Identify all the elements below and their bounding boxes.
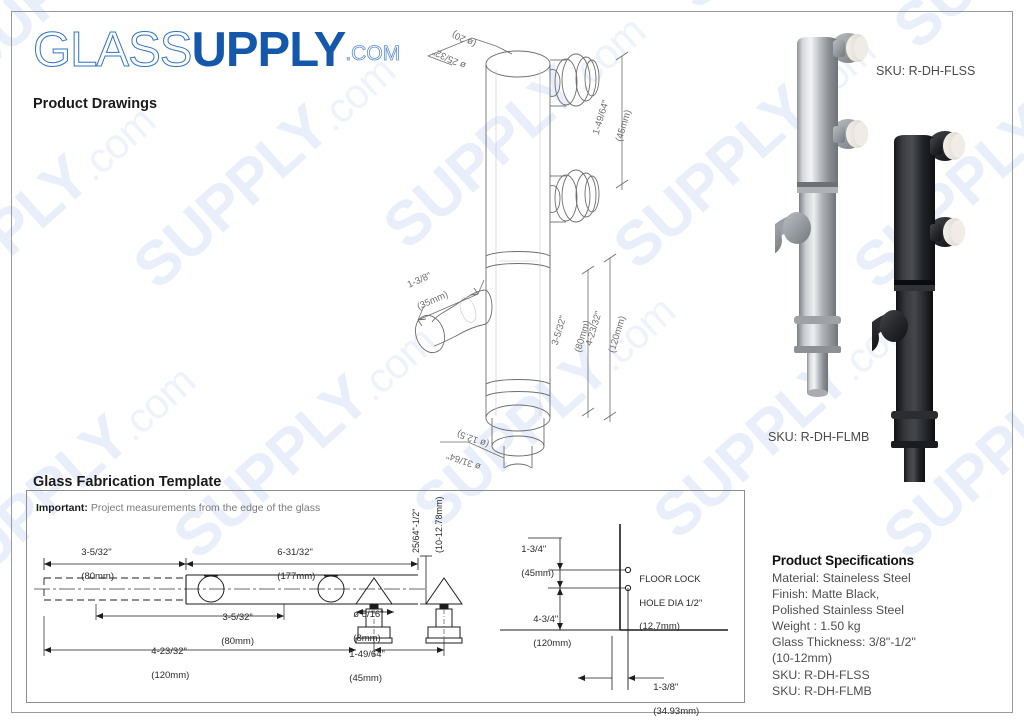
important-prefix: Important:	[36, 502, 88, 514]
sku-label-matte-black: SKU: R-DH-FLMB	[768, 430, 870, 444]
important-text: Project measurements from the edge of th…	[87, 502, 321, 514]
fab-dim-hole-spacing-80: 3-5/32" (80mm)	[221, 611, 255, 647]
sku-label-stainless: SKU: R-DH-FLSS	[876, 64, 976, 78]
fabrication-plan-view	[34, 555, 463, 656]
fab-dim-floor-offset-bottom: 4-3/4" (120mm)	[533, 613, 572, 649]
brand-logo: GLASSUPPLY.COM	[32, 23, 401, 77]
product-photo-matte-black	[872, 131, 965, 482]
fabrication-template-heading: Glass Fabrication Template	[33, 474, 222, 490]
fab-dim-hole-spacing-120: 4-23/32" (120mm)	[151, 645, 190, 681]
page-border	[11, 11, 1013, 713]
spec-glass-thickness: Glass Thickness: 3/8"-1/2"	[772, 635, 916, 650]
logo-text-light2: SS	[128, 23, 193, 77]
fab-dim-edge-to-first: 3-5/32" (80mm)	[81, 546, 115, 582]
spec-finish: Finish: Matte Black,	[772, 587, 880, 602]
specs-title: Product Specifications	[772, 553, 914, 568]
product-photo-stainless	[775, 33, 868, 397]
spec-finish-2: Polished Stainless Steel	[772, 603, 904, 618]
logo-text-dotcom: .COM	[345, 42, 401, 65]
fabrication-floor-section-view	[500, 524, 728, 690]
isometric-product-drawing	[414, 37, 629, 468]
fabrication-important-note: Important: Project measurements from the…	[36, 502, 320, 514]
logo-text-light: GL	[32, 23, 97, 77]
spec-sku-stainless: SKU: R-DH-FLSS	[772, 667, 870, 682]
product-drawings-heading: Product Drawings	[33, 96, 158, 112]
fabrication-template-box	[26, 490, 745, 703]
spec-material: Material: Staineless Steel	[772, 571, 911, 585]
logo-text-bold: UPPLY	[191, 23, 346, 77]
fab-dim-stud-spacing: 1-49/64" (45mm)	[349, 648, 385, 684]
product-specifications: Product Specifications Material: Stainel…	[772, 553, 1012, 699]
fab-dim-floor-edge-offset: 1-3/8" (34.93mm)	[653, 681, 700, 717]
fab-dim-span-to-lock: 6-31/32" (177mm)	[277, 546, 316, 582]
floor-lock-hole-note: FLOOR LOCK HOLE DIA 1/2" (12.7mm)	[639, 573, 703, 633]
spec-glass-thickness-mm: (10-12mm)	[772, 651, 833, 666]
fab-dim-stud-diameter: ø 5/16" (8mm)	[353, 608, 384, 644]
logo-text-slash: A	[96, 23, 130, 77]
spec-sku-matte-black: SKU: R-DH-FLMB	[772, 683, 872, 698]
spec-weight: Weight : 1.50 kg	[772, 619, 861, 634]
fab-dim-floor-offset-top: 1-3/4" (45mm)	[521, 543, 555, 579]
fab-dim-glass-thickness: 25/64"-1/2" (10-12.78mm)	[411, 496, 444, 553]
